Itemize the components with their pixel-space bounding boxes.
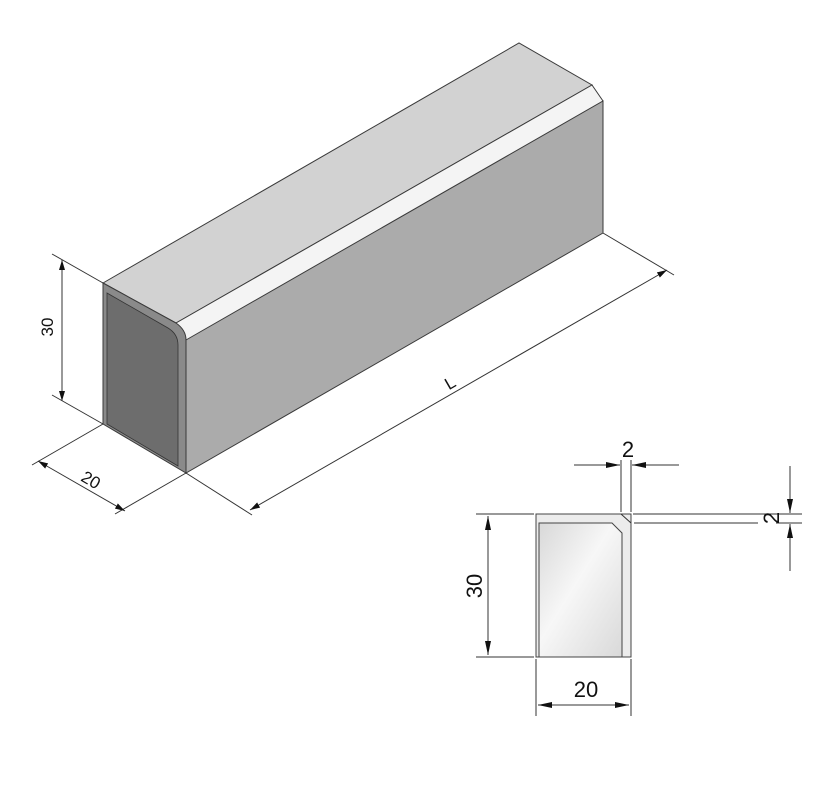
width-label-iso: 20 [78,467,104,493]
height-label-section: 30 [462,574,487,598]
dimension-height-iso: 30 [38,253,104,425]
width-label-section: 20 [574,677,598,702]
dimension-chamfer-width: 2 [574,437,679,512]
chamfer-height-label: 2 [759,512,784,524]
height-label-iso: 30 [38,318,57,337]
cross-section [535,513,632,658]
chamfer-width-label: 2 [622,437,634,462]
section-inner [538,522,623,658]
dimension-height-section: 30 [462,513,534,658]
end-face-inner [106,292,179,467]
isometric-block [101,42,604,474]
dimension-chamfer-height: 2 [633,466,802,571]
dimension-width-section: 20 [535,659,632,716]
